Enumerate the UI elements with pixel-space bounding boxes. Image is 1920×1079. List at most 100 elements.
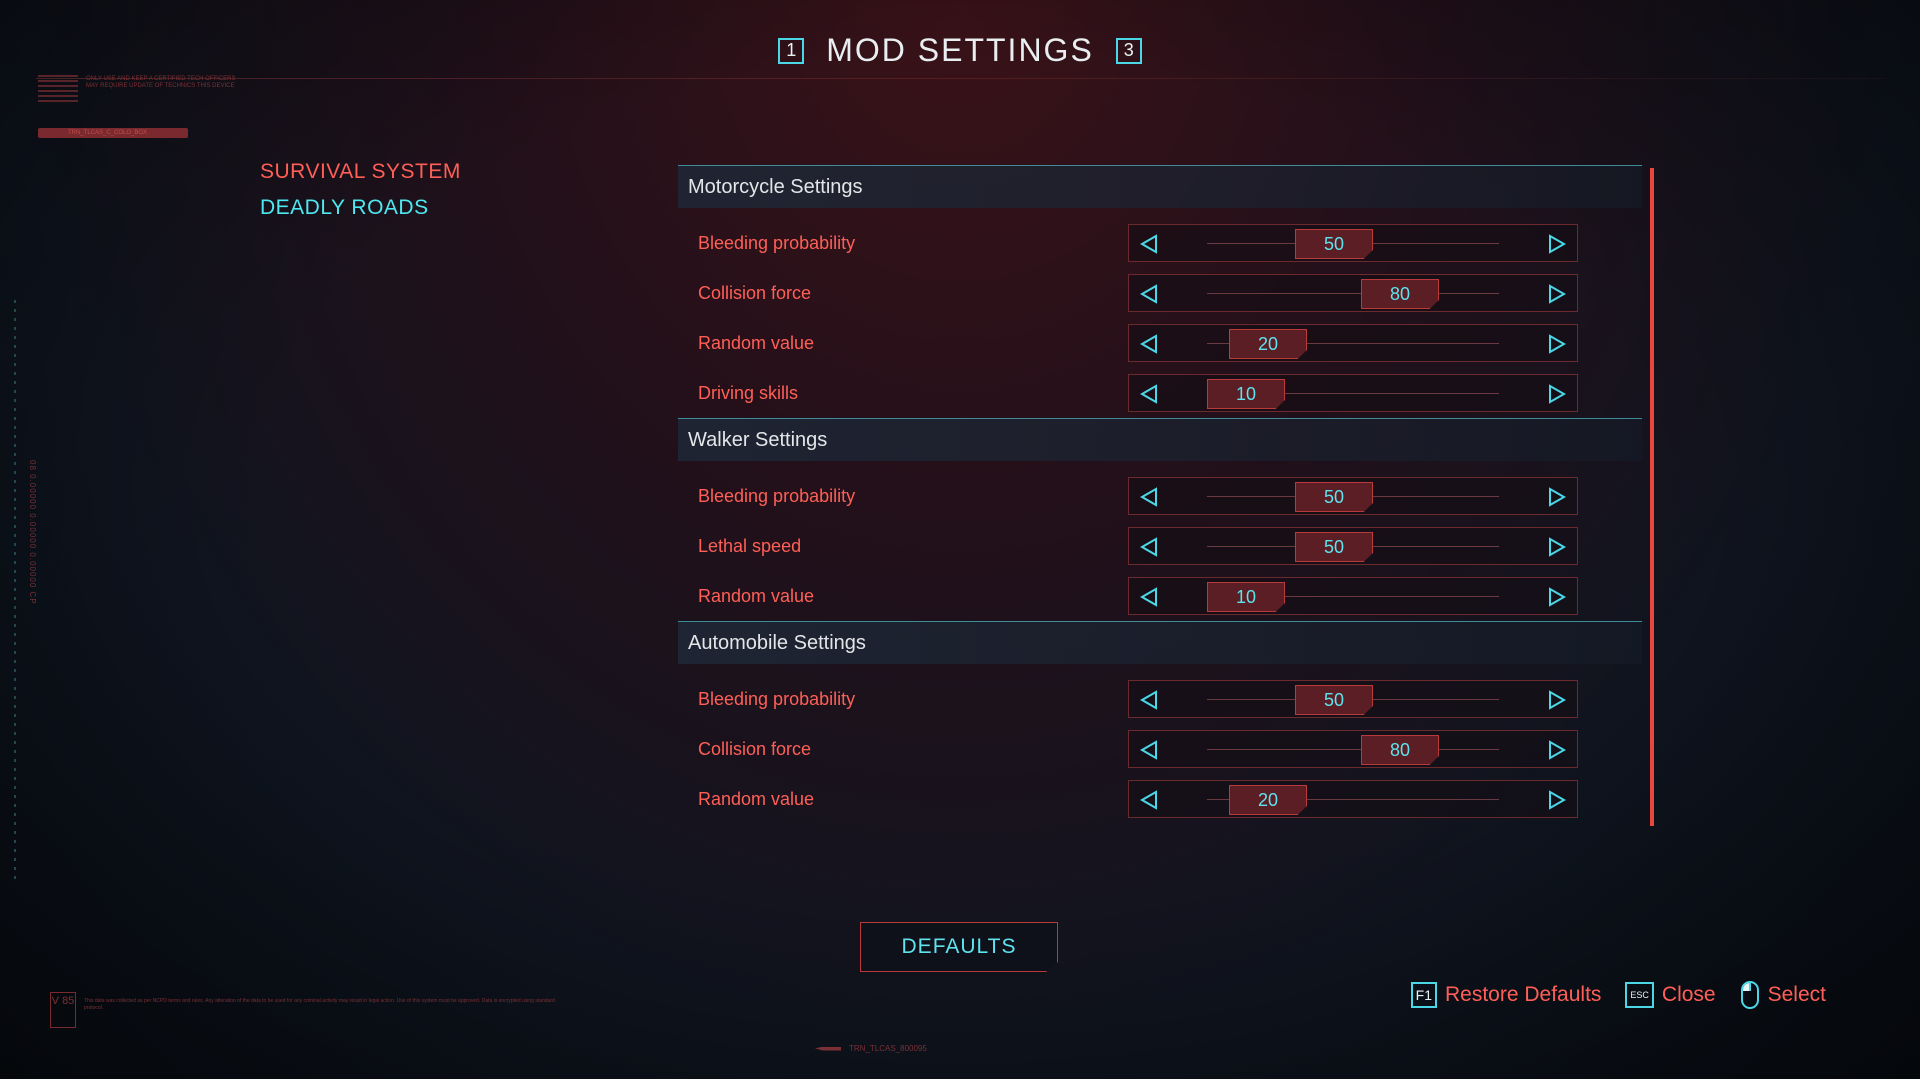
slider-track[interactable]: [1207, 596, 1499, 597]
increase-arrow-icon[interactable]: [1545, 282, 1569, 306]
setting-label: Bleeding probability: [698, 486, 856, 506]
increase-arrow-icon[interactable]: [1545, 535, 1569, 559]
slider-thumb[interactable]: 50: [1295, 532, 1373, 562]
setting-row: Collision force 80: [678, 724, 1642, 774]
setting-slider[interactable]: 20: [1128, 780, 1578, 818]
slider-track[interactable]: [1207, 293, 1499, 294]
slider-track[interactable]: [1207, 799, 1499, 800]
next-page-key[interactable]: 3: [1115, 37, 1142, 64]
setting-row: Collision force 80: [678, 268, 1642, 318]
mod-nav: SURVIVAL SYSTEM DEADLY ROADS: [260, 160, 461, 232]
setting-label: Lethal speed: [698, 536, 802, 556]
setting-slider[interactable]: 20: [1128, 324, 1578, 362]
decrease-arrow-icon[interactable]: [1137, 688, 1161, 712]
page-title: MOD SETTINGS: [826, 32, 1094, 68]
mouse-icon: [1740, 981, 1759, 1009]
slider-track[interactable]: [1207, 343, 1499, 344]
decrease-arrow-icon[interactable]: [1137, 788, 1161, 812]
restore-defaults-label: Restore Defaults: [1445, 983, 1602, 1006]
setting-row: Bleeding probability 50: [678, 218, 1642, 268]
section-spacer: [678, 208, 1642, 218]
setting-slider[interactable]: 10: [1128, 577, 1578, 615]
slider-thumb[interactable]: 50: [1295, 229, 1373, 259]
setting-label: Collision force: [698, 283, 812, 303]
increase-arrow-icon[interactable]: [1545, 585, 1569, 609]
setting-slider[interactable]: 50: [1128, 527, 1578, 565]
setting-slider[interactable]: 10: [1128, 374, 1578, 412]
slider-thumb[interactable]: 80: [1361, 735, 1439, 765]
restore-defaults-hint[interactable]: F1 Restore Defaults: [1410, 982, 1602, 1008]
bottom-code-text: TRN_TLCAS_800095: [849, 1044, 927, 1053]
decrease-arrow-icon[interactable]: [1137, 332, 1161, 356]
select-label: Select: [1767, 983, 1826, 1006]
setting-row: Bleeding probability 50: [678, 674, 1642, 724]
header: 1 MOD SETTINGS 3: [0, 32, 1920, 69]
setting-slider[interactable]: 50: [1128, 224, 1578, 262]
slider-thumb[interactable]: 50: [1295, 685, 1373, 715]
close-hint[interactable]: ESC Close: [1625, 982, 1716, 1008]
decrease-arrow-icon[interactable]: [1137, 535, 1161, 559]
f1-key-icon: F1: [1410, 982, 1437, 1008]
section-header: Walker Settings: [678, 418, 1642, 461]
slider-track[interactable]: [1207, 749, 1499, 750]
slider-thumb[interactable]: 20: [1229, 329, 1307, 359]
nav-item-deadly-roads[interactable]: DEADLY ROADS: [260, 196, 429, 219]
setting-label: Collision force: [698, 739, 812, 759]
increase-arrow-icon[interactable]: [1545, 485, 1569, 509]
slider-track[interactable]: [1207, 393, 1499, 394]
top-left-bar: TRN_TLCAS_C_COLO_BOX: [38, 128, 188, 138]
defaults-button[interactable]: DEFAULTS: [860, 922, 1058, 972]
footer-hints: F1 Restore Defaults ESC Close Select: [1410, 980, 1826, 1010]
nav-item-survival-system[interactable]: SURVIVAL SYSTEM: [260, 160, 461, 183]
increase-arrow-icon[interactable]: [1545, 232, 1569, 256]
increase-arrow-icon[interactable]: [1545, 688, 1569, 712]
section-header: Motorcycle Settings: [678, 165, 1642, 208]
scrollbar[interactable]: [1650, 168, 1654, 826]
side-dotted-line: [14, 300, 16, 880]
slider-thumb[interactable]: 20: [1229, 785, 1307, 815]
increase-arrow-icon[interactable]: [1545, 738, 1569, 762]
increase-arrow-icon[interactable]: [1545, 332, 1569, 356]
barcode-icon: [38, 74, 78, 102]
slider-thumb[interactable]: 10: [1207, 379, 1285, 409]
fine-print: This data was collected as per NCPD term…: [84, 998, 555, 1011]
close-label: Close: [1661, 983, 1716, 1006]
arrow-bar-icon: [815, 1046, 841, 1051]
slider-thumb[interactable]: 80: [1361, 279, 1439, 309]
top-left-text: ONLY USE AND KEEP A CERTIFIED TECH OFFIC…: [86, 76, 236, 89]
setting-slider[interactable]: 80: [1128, 730, 1578, 768]
setting-slider[interactable]: 50: [1128, 680, 1578, 718]
bottom-code: TRN_TLCAS_800095: [815, 1044, 927, 1053]
setting-label: Random value: [698, 333, 815, 353]
setting-row: Lethal speed 50: [678, 521, 1642, 571]
setting-slider[interactable]: 50: [1128, 477, 1578, 515]
version-badge: V 85: [50, 992, 76, 1028]
select-hint[interactable]: Select: [1740, 980, 1826, 1010]
setting-label: Bleeding probability: [698, 233, 856, 253]
setting-label: Driving skills: [698, 383, 799, 403]
decrease-arrow-icon[interactable]: [1137, 738, 1161, 762]
setting-row: Bleeding probability 50: [678, 471, 1642, 521]
decrease-arrow-icon[interactable]: [1137, 382, 1161, 406]
side-code: 08 0.00000 0.00000 0.00000 CP: [28, 460, 37, 605]
decrease-arrow-icon[interactable]: [1137, 585, 1161, 609]
section-spacer: [678, 461, 1642, 471]
section-header: Automobile Settings: [678, 621, 1642, 664]
decrease-arrow-icon[interactable]: [1137, 282, 1161, 306]
setting-label: Bleeding probability: [698, 689, 856, 709]
prev-page-key[interactable]: 1: [778, 37, 805, 64]
slider-thumb[interactable]: 10: [1207, 582, 1285, 612]
increase-arrow-icon[interactable]: [1545, 788, 1569, 812]
section-spacer: [678, 664, 1642, 674]
decrease-arrow-icon[interactable]: [1137, 232, 1161, 256]
top-left-decoration: ONLY USE AND KEEP A CERTIFIED TECH OFFIC…: [38, 74, 235, 138]
slider-thumb[interactable]: 50: [1295, 482, 1373, 512]
decrease-arrow-icon[interactable]: [1137, 485, 1161, 509]
setting-slider[interactable]: 80: [1128, 274, 1578, 312]
setting-row: Random value 20: [678, 774, 1642, 824]
increase-arrow-icon[interactable]: [1545, 382, 1569, 406]
setting-row: Random value 20: [678, 318, 1642, 368]
setting-label: Random value: [698, 789, 815, 809]
